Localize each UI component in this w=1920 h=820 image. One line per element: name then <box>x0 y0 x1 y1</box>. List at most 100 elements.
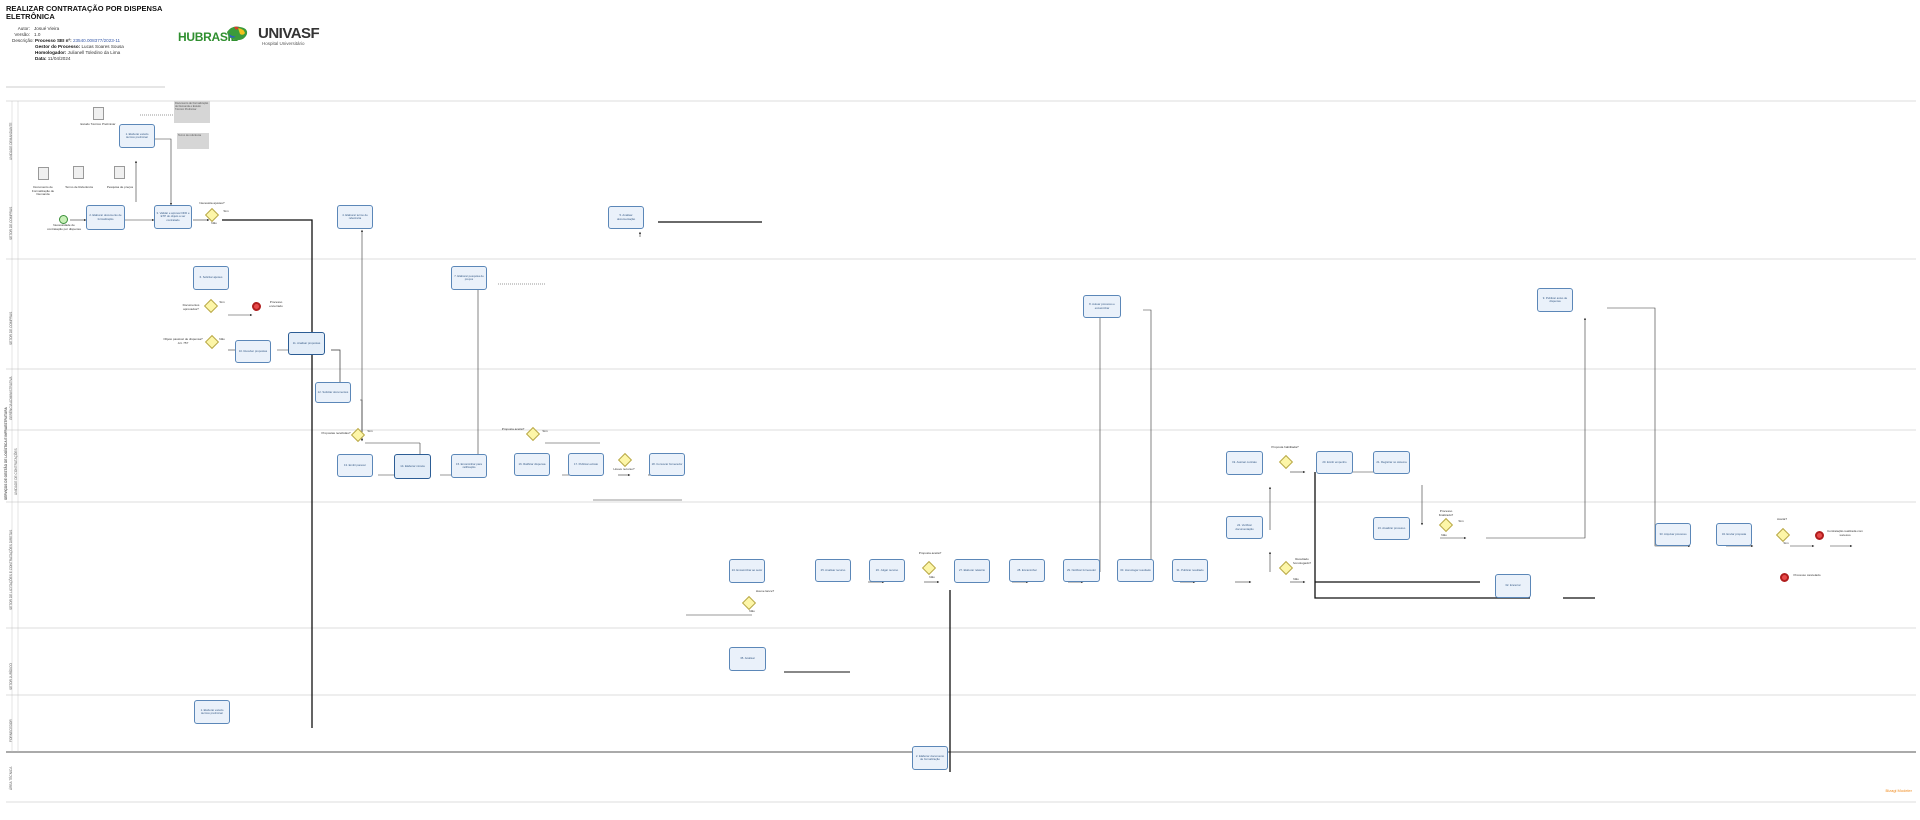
task-box[interactable]: 29. Notificar fornecedor <box>1063 559 1100 582</box>
document-icon <box>114 166 125 179</box>
document-icon <box>38 167 49 180</box>
meta-description-label: Descrição: <box>12 38 34 43</box>
task-box[interactable]: 9. Publicar aviso de dispensa <box>1537 288 1573 312</box>
task-box[interactable]: 22. Verificar documentação <box>1226 516 1263 539</box>
task-box[interactable]: 15. Encaminhar para ratificação <box>451 454 487 478</box>
meta-version-value: 1.0 <box>34 32 41 37</box>
lane-label-2: SETOR DE COMPRAS <box>9 206 13 240</box>
task-box[interactable]: 18. Convocar fornecedor <box>649 453 685 476</box>
task-box[interactable]: 24. Encaminhar ao setor <box>729 559 765 583</box>
process-manager-value: Lucas Soares Sousa <box>81 44 124 49</box>
branch-label-yes: Sim <box>219 300 225 304</box>
task-box[interactable]: 30. Homologar resultado <box>1117 559 1154 582</box>
task-box[interactable]: 2. Elaborar documento de formalização <box>86 205 125 230</box>
end-event[interactable] <box>1815 531 1824 540</box>
pool-label: SERVIÇOS DE GESTÃO DE LOGÍSTICA E INFRAE… <box>4 407 8 500</box>
task-box[interactable]: 14. Elaborar minuta <box>394 454 431 479</box>
task-box[interactable]: 20. Emitir empenho <box>1316 451 1353 474</box>
branch-label-no: Não <box>1293 577 1299 581</box>
lane-label-6: SETOR DE LICITAÇÕES E CONTRATAÇÕES DIRET… <box>9 529 13 610</box>
task-box[interactable]: 16. Ratificar dispensa <box>514 453 550 476</box>
end-event[interactable] <box>252 302 261 311</box>
gateway-label: Documentos aprovados? <box>182 303 200 311</box>
lane-label-8: FORNECEDOR <box>9 719 13 742</box>
end-event-label: Processo encerrado <box>269 300 283 308</box>
diagram-header: REALIZAR CONTRATAÇÃO POR DISPENSA ELETRÔ… <box>6 5 166 21</box>
start-event[interactable] <box>59 215 68 224</box>
task-box[interactable]: 35. Analisar <box>729 647 766 671</box>
gateway-label: Necessita ajustes? <box>199 201 225 205</box>
univasf-subtitle: Hospital Universitário <box>262 41 305 46</box>
annotation: Termo de referência <box>177 133 209 149</box>
lane-label-1: UNIDADE DEMANDANTE <box>9 122 13 160</box>
process-sei-link[interactable]: 23540.008377/2023-11 <box>72 38 121 43</box>
task-box[interactable]: 23. Atualizar processo <box>1373 517 1410 540</box>
task-box[interactable]: 11. Analisar propostas <box>288 332 325 355</box>
task-box[interactable]: 5. Analisar documentação <box>608 206 644 229</box>
task-box[interactable]: 8. Autuar processo e encaminhar <box>1083 295 1121 318</box>
task-box[interactable]: 10. Receber propostas <box>235 340 271 363</box>
branch-label-yes: Sim <box>367 429 373 433</box>
task-box[interactable]: 21. Registrar no sistema <box>1373 451 1410 474</box>
task-box[interactable]: 1. Elaborar estudo técnico preliminar <box>194 700 230 724</box>
gateway-label: Resultado homologado? <box>1292 557 1312 565</box>
task-box[interactable]: 2. Elaborar documento de formalização <box>912 746 948 770</box>
task-box[interactable]: 6. Solicitar ajustes <box>193 266 229 290</box>
lane-label-3: SETOR DE COMPRAS <box>9 311 13 345</box>
task-box[interactable]: 27. Elaborar relatório <box>954 559 990 583</box>
start-event-label: Necessidade de contratação por dispensa <box>47 223 81 231</box>
process-approver-value: Julianell Toledino da Lima <box>67 50 121 55</box>
branch-label-yes: Sim <box>223 209 229 213</box>
univasf-logo: UNIVASF <box>258 25 320 42</box>
task-box[interactable]: 4. Elaborar termo de referência <box>337 205 373 229</box>
task-box[interactable]: 33. Arquivar processo <box>1655 523 1691 546</box>
gateway-label: Aceita? <box>1776 517 1787 521</box>
gateway-label: Proposta aceita? <box>501 427 525 431</box>
lane-label-4: GERÊNCIA ADMINISTRATIVA <box>9 376 13 420</box>
lane-label-7: SETOR JURÍDICO <box>9 663 13 690</box>
meta-version-label: Versão: <box>14 32 30 37</box>
branch-label-yes: Sim <box>1783 541 1789 545</box>
branch-label-no: Não <box>749 609 755 613</box>
task-box[interactable]: 3. Validar e aprovar DFD e ETP do objeto… <box>154 205 192 229</box>
process-approver-label: Homologador: <box>35 50 67 55</box>
task-box[interactable]: 19. Assinar contrato <box>1226 451 1263 475</box>
meta-author-label: Autor: <box>17 26 30 31</box>
process-manager-label: Gestor do Processo: <box>35 44 81 49</box>
task-box[interactable]: 31. Publicar resultado <box>1172 559 1208 582</box>
process-sei-label: Processo SEI nº: <box>35 38 72 43</box>
task-box[interactable]: 32. Encerrar <box>1495 574 1531 598</box>
task-box[interactable]: 1. Elaborar estudo técnico preliminar <box>119 124 155 148</box>
document-icon <box>73 166 84 179</box>
task-box[interactable]: 17. Publicar extrato <box>568 453 604 476</box>
bizagi-watermark: Bizagi Modeler <box>1885 788 1912 793</box>
task-box[interactable]: 12. Solicitar documentos <box>315 382 351 403</box>
meta-author-value: Josué Vieira <box>34 26 60 31</box>
gateway-label: Objeto passível de dispensa? Art. 75? <box>163 337 203 345</box>
task-box[interactable]: 13. Emitir parecer <box>337 454 373 477</box>
task-box[interactable]: 28. Encaminhar <box>1009 559 1045 582</box>
document-label: Pesquisa de preços <box>106 185 134 189</box>
document-label: Estudo Técnico Preliminar <box>80 122 116 126</box>
gateway-label: Proposta habilitada? <box>1271 445 1299 449</box>
process-date-label: Data: <box>35 56 47 61</box>
lane-label-9: ÁREA TÉCNICA <box>9 766 13 790</box>
end-event[interactable] <box>1780 573 1789 582</box>
task-box[interactable]: 7. Elaborar pesquisa de preços <box>451 266 487 290</box>
diagram-title: REALIZAR CONTRATAÇÃO POR DISPENSA ELETRÔ… <box>6 4 163 21</box>
branch-label-no: Não <box>929 575 935 579</box>
meta-labels: Autor: Versão: Descrição: <box>12 26 34 44</box>
hubrasil-logo: HUBRASIL <box>178 30 238 44</box>
task-box[interactable]: 25. Analisar recurso <box>815 559 851 582</box>
document-icon <box>93 107 104 120</box>
branch-label-yes: Sim <box>1458 519 1464 523</box>
gateway-label: Houve lance? <box>755 589 775 593</box>
task-box[interactable]: 34. Enviar proposta <box>1716 523 1752 546</box>
gateway-label: Proposta aceita? <box>918 551 942 555</box>
document-label: Documento de Formalização de Demanda <box>31 185 55 197</box>
end-event-label: Processo cancelado <box>1793 573 1821 577</box>
task-box[interactable]: 26. Julgar recurso <box>869 559 905 582</box>
process-info: Processo SEI nº: 23540.008377/2023-11 Ge… <box>35 38 124 62</box>
